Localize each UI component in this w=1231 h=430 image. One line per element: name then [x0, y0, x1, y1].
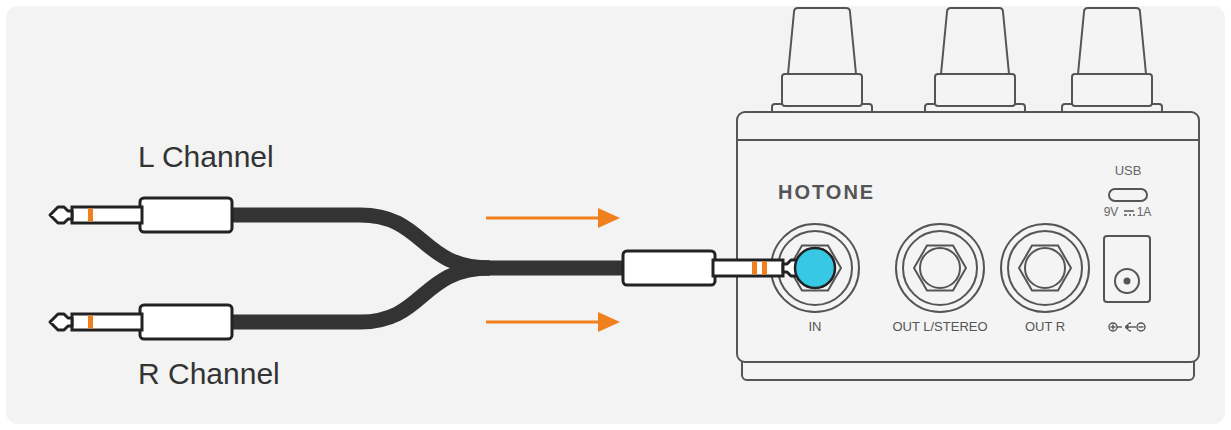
- signal-arrows: [486, 208, 620, 332]
- output-jack: [1001, 224, 1089, 312]
- active-jack: [795, 248, 835, 288]
- channel-label: R Channel: [138, 357, 280, 392]
- power-rating: 9V: [1104, 206, 1119, 220]
- jack-label: IN: [809, 320, 822, 335]
- brand-logo: HOTONE: [778, 181, 875, 204]
- port-label: USB: [1115, 164, 1142, 179]
- usb-port: [1109, 189, 1147, 201]
- background-panel: [6, 6, 1225, 424]
- channel-label: L Channel: [138, 140, 274, 175]
- jack-label: OUT R: [1025, 320, 1065, 335]
- trs-plug: [50, 305, 232, 339]
- dc-jack: [1104, 236, 1150, 302]
- dc-symbol: [1124, 211, 1135, 215]
- power-rating: 1A: [1137, 206, 1152, 220]
- y-cable: [228, 215, 630, 322]
- pedal-housing: [737, 112, 1199, 362]
- trs-plug: [623, 251, 805, 285]
- output-jack: [896, 224, 984, 312]
- jack-label: OUT L/STEREO: [892, 320, 987, 335]
- polarity-symbol: [1109, 323, 1145, 331]
- trs-plug: [50, 198, 232, 232]
